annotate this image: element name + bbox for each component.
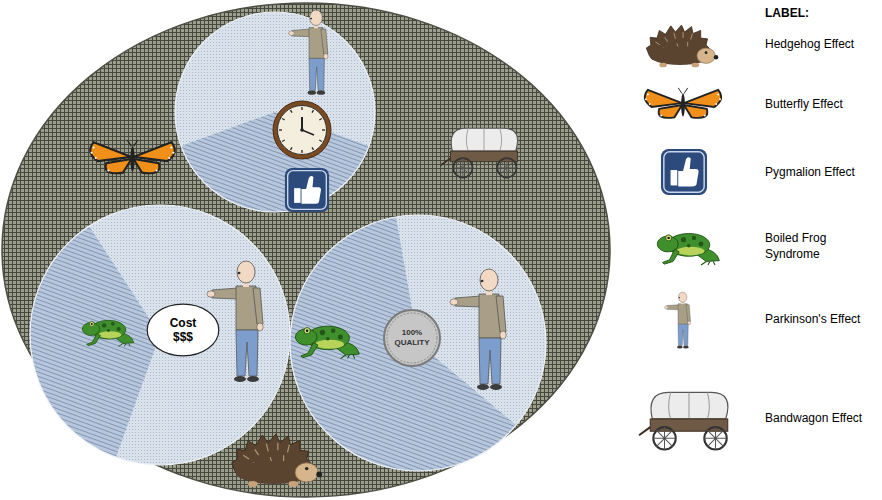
node-texts: 100% QUALITY bbox=[391, 328, 433, 348]
outer-ellipse bbox=[2, 3, 610, 497]
quality-stamp: 100% QUALITY bbox=[382, 308, 442, 368]
right-circle bbox=[290, 215, 546, 471]
legend-icon bbox=[646, 25, 718, 67]
circle-outline bbox=[290, 215, 546, 471]
cost-ellipse-border bbox=[147, 304, 219, 356]
hedgehog-icon bbox=[232, 434, 322, 487]
frog-icon bbox=[82, 320, 133, 346]
node-text: Cost $$$ bbox=[166, 316, 200, 344]
left-circle bbox=[30, 205, 290, 465]
circle-outline bbox=[30, 205, 290, 465]
legend-icon bbox=[645, 88, 721, 118]
node-text: 100% QUALITY bbox=[391, 328, 433, 348]
legend-heading: LABEL: bbox=[765, 5, 877, 21]
node-texts: Cost $$$ bbox=[166, 316, 200, 344]
legend-icon bbox=[664, 292, 690, 348]
person-icon bbox=[450, 269, 506, 390]
frog-icon bbox=[295, 326, 359, 358]
circle-sector bbox=[290, 217, 516, 471]
butterfly-icon bbox=[90, 140, 174, 173]
stamp-ring bbox=[387, 313, 437, 363]
cost-ellipse: Cost $$$ bbox=[146, 303, 220, 357]
legend-text: Butterfly Effect bbox=[765, 96, 877, 112]
legend-icon bbox=[639, 392, 728, 449]
thumbs-up-icon bbox=[285, 168, 329, 212]
wagon-icon bbox=[441, 128, 518, 177]
legend-text: Hedgehog Effect bbox=[765, 36, 877, 52]
legend-icon bbox=[661, 149, 707, 195]
legend-text: Parkinson's Effect bbox=[765, 311, 877, 327]
legend-icon bbox=[657, 234, 719, 266]
quality-stamp-border bbox=[384, 310, 440, 366]
legend-text: Pygmalion Effect bbox=[765, 164, 877, 180]
legend-text: Boiled Frog Syndrome bbox=[765, 230, 849, 262]
person-icon bbox=[289, 10, 328, 95]
clock-icon bbox=[273, 101, 331, 159]
top-circle bbox=[175, 12, 375, 212]
circle-outline bbox=[175, 12, 375, 212]
legend-text: Bandwagon Effect bbox=[765, 410, 877, 426]
circle-sector bbox=[30, 226, 160, 457]
